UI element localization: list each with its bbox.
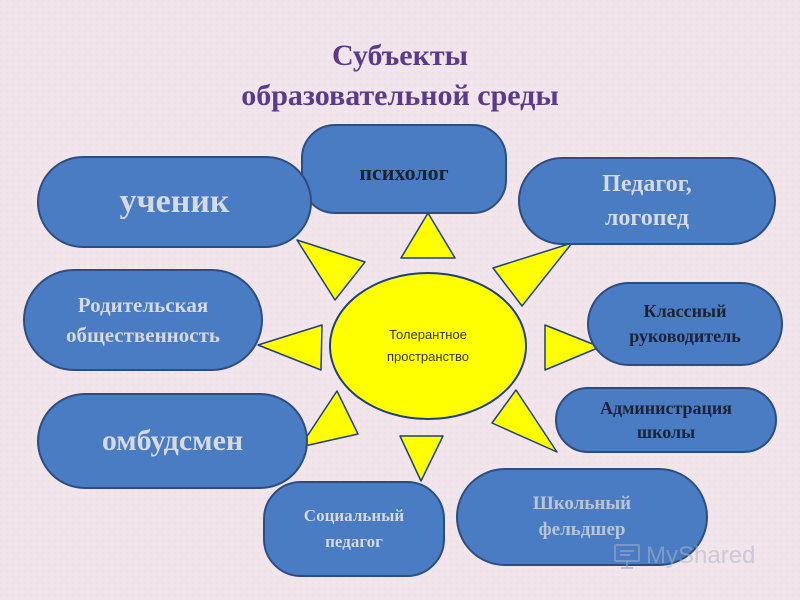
node-ombudsmen: омбудсмен xyxy=(37,393,308,489)
ray-left xyxy=(257,324,323,371)
node-uchenik-line-1: ученик xyxy=(119,183,230,220)
diagram-title: Субъекты образовательной среды xyxy=(150,36,650,116)
ray-upper-right xyxy=(492,242,573,307)
node-pedagog-logoped: Педагог, логопед xyxy=(518,157,776,245)
ray-top xyxy=(400,212,456,259)
ray-lower-left xyxy=(299,390,359,448)
node-pedagog-logoped-line-2: логопед xyxy=(604,205,690,231)
node-socialny-line-1: Социальный xyxy=(303,506,405,525)
ray-right xyxy=(544,324,601,371)
node-feldsher-line-1: Школьный xyxy=(532,493,632,514)
node-roditelskaya-obshchestvennost: Родительская общественность xyxy=(23,269,263,371)
ray-bottom-left xyxy=(399,435,444,482)
node-klassny-line-2: руководитель xyxy=(629,326,741,346)
node-ombudsmen-line-1: омбудсмен xyxy=(101,424,244,457)
presentation-board-icon xyxy=(614,544,640,569)
center-tolerance-space: Толерантное пространство xyxy=(329,272,527,420)
watermark-text: MyShared xyxy=(646,542,756,569)
node-feldsher-line-2: фельдшер xyxy=(538,519,626,540)
center-line-2: пространство xyxy=(386,349,470,364)
node-administraciya-shkoly: Администрация школы xyxy=(555,387,777,453)
ray-upper-left xyxy=(296,239,366,301)
node-pedagog-logoped-line-1: Педагог, xyxy=(602,171,692,197)
ray-lower-right xyxy=(491,389,558,453)
title-line-2: образовательной среды xyxy=(241,79,559,112)
node-klassny-rukovoditel: Классный руководитель xyxy=(587,282,783,366)
node-psiholog: психолог xyxy=(301,124,507,214)
node-klassny-line-1: Классный xyxy=(643,301,727,321)
node-administraciya-line-2: школы xyxy=(636,422,696,442)
node-uchenik: ученик xyxy=(37,156,312,248)
node-administraciya-line-1: Администрация xyxy=(599,398,733,418)
node-psiholog-line-1: психолог xyxy=(359,160,449,185)
node-socialny-line-2: педагог xyxy=(325,532,383,551)
node-socialny-pedagog: Социальный педагог xyxy=(263,481,445,577)
title-line-1: Субъекты xyxy=(331,39,469,72)
node-roditelskaya-line-2: общественность xyxy=(65,323,221,347)
node-roditelskaya-line-1: Родительская xyxy=(77,293,209,317)
watermark: MyShared xyxy=(612,540,772,572)
center-line-1: Толерантное xyxy=(389,327,467,342)
node-shkolny-feldsher: Школьный фельдшер xyxy=(456,468,708,566)
